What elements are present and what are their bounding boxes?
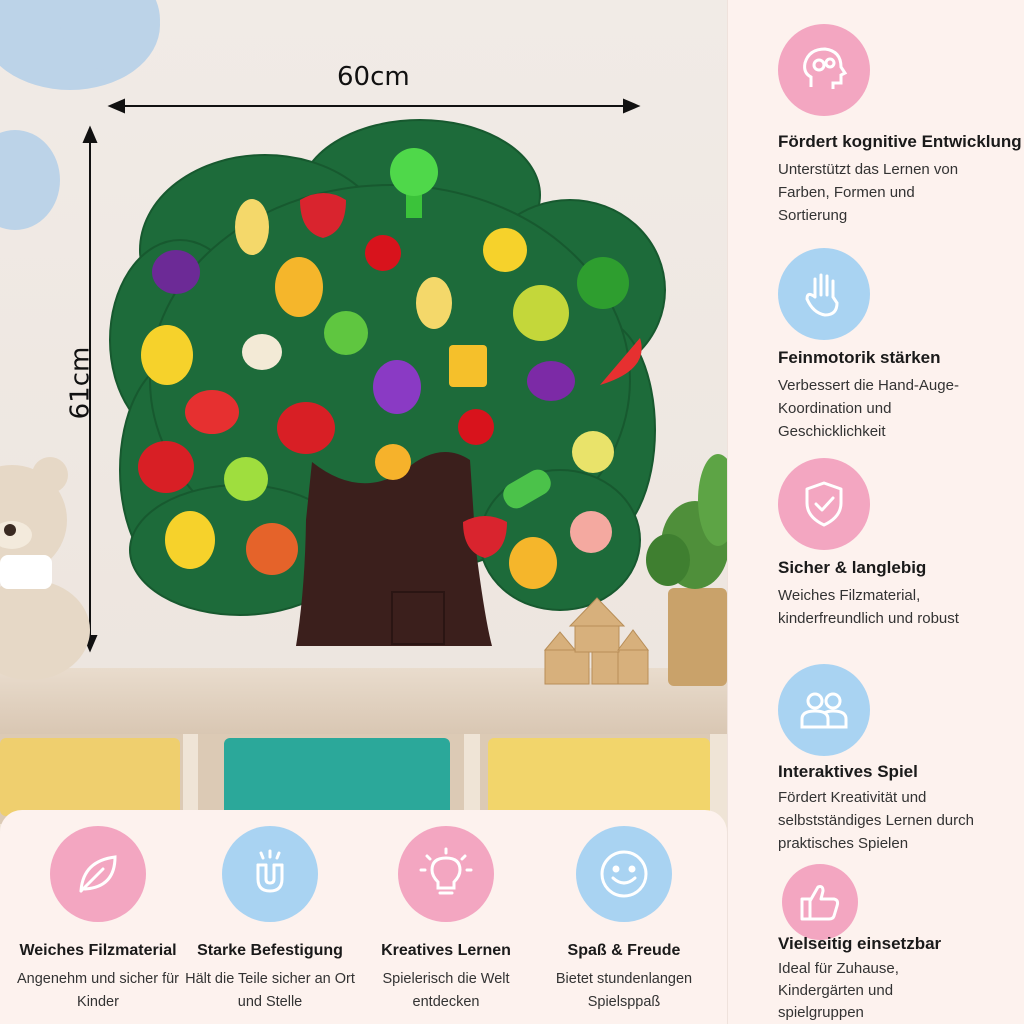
fruit-strawberry <box>463 516 507 558</box>
fruit-pear <box>165 511 215 569</box>
trunk-pocket <box>391 591 445 645</box>
fruit-watermelon-slice <box>185 390 239 434</box>
fruit-watermelon <box>577 257 629 309</box>
fruit-pineapple <box>509 537 557 589</box>
shield-check-icon <box>778 458 870 550</box>
head-gears-icon <box>778 24 870 116</box>
hand-icon <box>778 248 870 340</box>
felt-fruit-pieces <box>138 148 642 589</box>
feature-description: Spielerisch die Welt entdecken <box>382 971 510 1010</box>
magnet-icon <box>222 826 318 922</box>
feature-title: Vielseitig einsetzbar <box>778 934 942 953</box>
vegetable-broccoli-top <box>390 148 438 196</box>
fruit-cherry <box>458 409 494 445</box>
vegetable-eggplant <box>152 250 200 294</box>
fruit-lemon <box>483 228 527 272</box>
feature-description: Weiches Filzmaterial, kinderfreundlich u… <box>778 587 959 627</box>
feature-title: Weiches Filzmaterial <box>19 942 177 959</box>
fruit-persimmon <box>246 523 298 575</box>
feature-strong-attachment: Starke Befestigung Hält die Teile sicher… <box>182 826 358 1014</box>
fruit-plum <box>527 361 575 401</box>
feature-title: Starke Befestigung <box>197 942 343 959</box>
fruit-yellow-apple <box>572 431 614 473</box>
feature-fun-joy: Spaß & Freude Bietet stundenlangen Spiel… <box>536 826 712 1014</box>
features-bottom-strip: Weiches Filzmaterial Angenehm und sicher… <box>0 810 727 1024</box>
fruit-pear <box>141 325 193 385</box>
felt-tree-illustration <box>0 98 727 686</box>
thumbs-up-icon <box>782 864 858 940</box>
lightbulb-icon <box>398 826 494 922</box>
fruit-grapes <box>373 360 421 414</box>
fruit-lime <box>224 457 268 501</box>
fruit-banana <box>416 277 452 329</box>
leaf-icon <box>50 826 146 922</box>
feature-soft-felt: Weiches Filzmaterial Angenehm und sicher… <box>10 826 186 1014</box>
feature-description: Unterstützt das Lernen von Farben, Forme… <box>778 161 959 224</box>
storage-bin-teal <box>224 738 450 816</box>
potted-plant <box>646 454 727 686</box>
vegetable-cabbage <box>324 311 368 355</box>
feature-description: Verbessert die Hand-Auge-Koordination un… <box>778 377 959 440</box>
feature-title: Interaktives Spiel <box>778 762 918 781</box>
feature-description: Fördert Kreativität und selbstständiges … <box>778 789 974 852</box>
features-sidebar: Fördert kognitive Entwicklung Unterstütz… <box>727 0 1024 1024</box>
people-icon <box>778 664 870 756</box>
feature-title: Sicher & langlebig <box>778 558 927 577</box>
fruit-banana <box>235 199 269 255</box>
width-measurement-label: 60cm <box>337 62 410 92</box>
smiley-icon <box>576 826 672 922</box>
fruit-durian <box>513 285 569 341</box>
feature-title: Spaß & Freude <box>567 942 681 959</box>
feature-creative-learning: Kreatives Lernen Spielerisch die Welt en… <box>358 826 534 1014</box>
tree-trunk <box>296 452 492 646</box>
feature-description: Hält die Teile sicher an Ort und Stelle <box>185 971 355 1010</box>
fruit-pineapple <box>275 257 323 317</box>
height-measurement-label: 61cm <box>65 346 96 420</box>
feature-description: Bietet stundenlangen Spielsppaß <box>555 971 693 1010</box>
vegetable-garlic <box>242 334 282 370</box>
fruit-cherry <box>365 235 401 271</box>
fruit-orange-slice <box>375 444 411 480</box>
feature-title: Kreatives Lernen <box>381 942 511 959</box>
width-arrow <box>107 98 641 114</box>
feature-title: Feinmotorik stärken <box>778 348 941 367</box>
wooden-blocks <box>543 597 649 685</box>
feature-title: Fördert kognitive Entwicklung <box>778 132 1022 151</box>
fruit-peach <box>570 511 612 553</box>
fruit-watermelon-slice <box>600 338 642 385</box>
feature-description: Angenehm und sicher für Kinder <box>16 971 179 1010</box>
storage-bin-basket <box>488 738 710 816</box>
teddy-bear <box>0 457 90 680</box>
fruit-apple <box>138 441 194 493</box>
fruit-apple <box>277 402 335 454</box>
food-cheese <box>449 345 487 387</box>
fruit-strawberry <box>300 193 346 238</box>
feature-description: Ideal für Zuhause, Kindergärten und spie… <box>778 960 899 1021</box>
storage-bin-yellow <box>0 738 180 816</box>
vegetable-peas <box>503 469 551 509</box>
